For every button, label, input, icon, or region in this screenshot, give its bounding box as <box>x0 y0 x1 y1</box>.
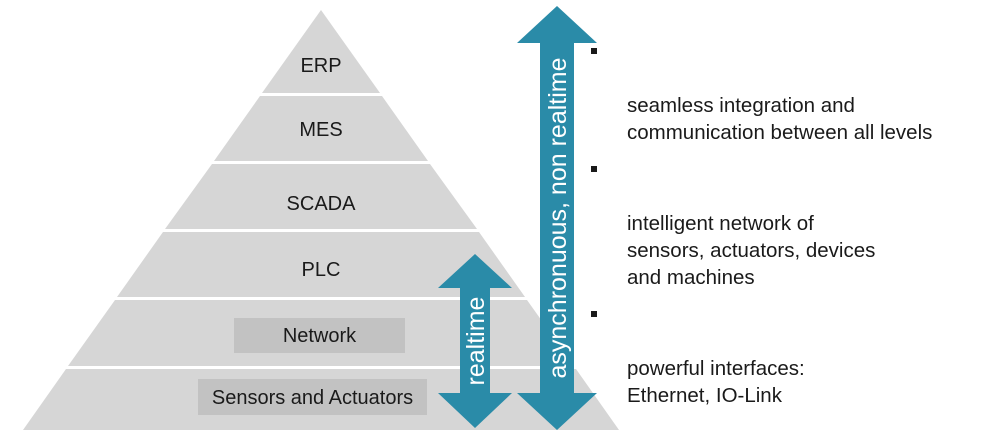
bullet-square-icon <box>591 166 597 172</box>
non-realtime-arrow-label: asynchronuous, non realtime <box>544 57 572 378</box>
realtime-arrow-label: realtime <box>462 297 490 386</box>
pyramid-layer-scada <box>165 164 477 229</box>
feature-bullet-list: seamless integration and communication b… <box>590 38 980 419</box>
network-label-box <box>234 318 405 353</box>
bullet-text: intelligent network of sensors, actuator… <box>627 212 876 289</box>
bullet-item: intelligent network of sensors, actuator… <box>590 156 980 291</box>
bullet-text: seamless integration and communication b… <box>627 94 933 144</box>
non-realtime-double-arrow <box>517 6 597 430</box>
layer-label-mes: MES <box>299 119 342 141</box>
layer-label-network: Network <box>283 325 357 347</box>
layer-label-erp: ERP <box>300 55 341 77</box>
sensors-label-box <box>198 379 427 415</box>
pyramid-layer-erp <box>262 10 380 93</box>
layer-label-sensors: Sensors and Actuators <box>212 387 413 409</box>
layer-label-scada: SCADA <box>287 193 357 215</box>
bullet-text: powerful interfaces: Ethernet, IO-Link <box>627 357 805 407</box>
pyramid-layer-mes <box>214 96 428 161</box>
bullet-square-icon <box>591 311 597 317</box>
bullet-item: seamless integration and communication b… <box>590 38 980 146</box>
pyramid-layer-plc <box>117 232 525 297</box>
realtime-double-arrow <box>438 254 512 428</box>
bullet-square-icon <box>591 48 597 54</box>
bullet-item: powerful interfaces: Ethernet, IO-Link <box>590 301 980 409</box>
layer-label-plc: PLC <box>302 259 341 281</box>
